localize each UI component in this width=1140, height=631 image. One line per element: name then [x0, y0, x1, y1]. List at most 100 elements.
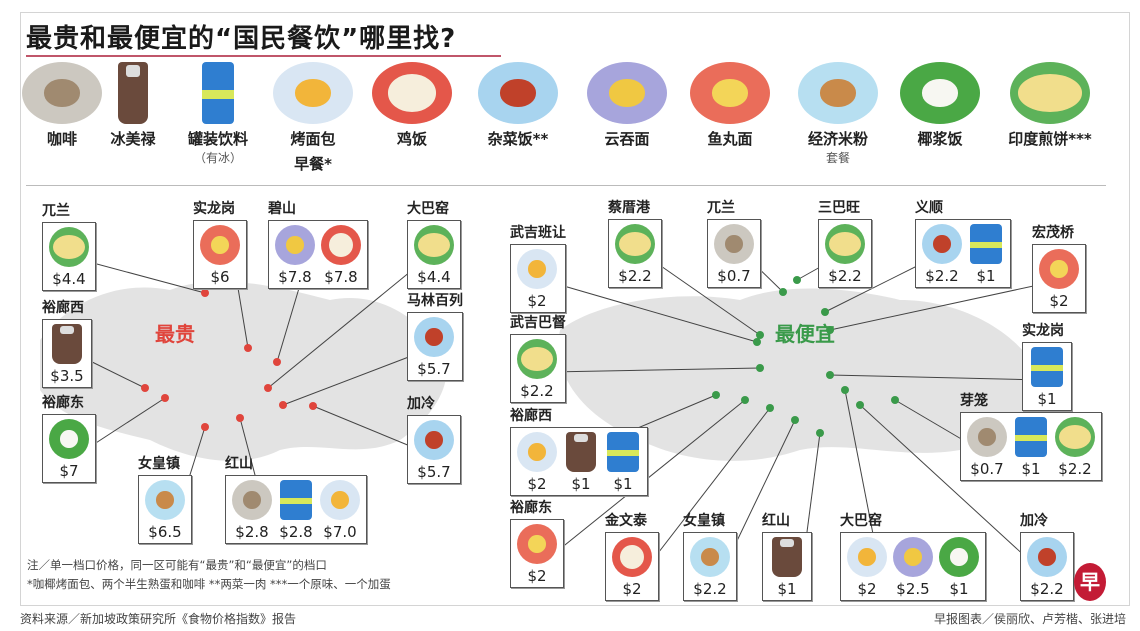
food-legend-item: 冰美禄 [83, 62, 183, 149]
fishball-icon [517, 524, 557, 564]
price: $5.7 [417, 360, 451, 378]
mixed-icon [478, 62, 558, 124]
prata-icon [49, 227, 89, 267]
price-box: $2.2 [510, 334, 566, 403]
footnotes: 注／单一档口价格，同一区可能有“最贵”和“最便宜”的档口 *咖椰烤面包、两个半生… [27, 556, 391, 594]
price-box: $2 [605, 532, 659, 601]
footnote: 注／单一档口价格，同一区可能有“最贵”和“最便宜”的档口 [27, 558, 327, 572]
food-label: 咖啡 [46, 130, 77, 148]
price-box: $6.5 [138, 475, 192, 544]
food-label: 椰浆饭 [917, 130, 963, 148]
food-legend-item: 经济米粉套餐 [788, 62, 888, 166]
price: $6 [210, 268, 230, 286]
price-item: $2 [517, 249, 557, 310]
fishball-icon [690, 62, 770, 124]
area-name: 大巴窑 [840, 513, 882, 529]
prata-icon [414, 225, 454, 265]
food-label: 印度煎饼*** [1008, 130, 1092, 148]
toast-icon [273, 62, 353, 124]
food-sublabel: （有冰） [193, 151, 242, 165]
leader-line [647, 256, 761, 336]
location-dot-cheapest [756, 364, 764, 372]
area-name: 兀兰 [42, 203, 70, 219]
price-box: $2.2 [818, 219, 872, 288]
price: $7.0 [323, 523, 357, 541]
area-name: 兀兰 [707, 200, 735, 216]
price: $0.7 [970, 460, 1004, 478]
can-icon [280, 480, 312, 520]
location-dot-cheapest [766, 404, 774, 412]
price: $2 [527, 567, 547, 585]
price: $2.2 [520, 382, 554, 400]
coffee-icon [714, 224, 754, 264]
price-item: $7 [49, 419, 89, 480]
nasi-icon [900, 62, 980, 124]
price-item: $2.2 [1027, 537, 1067, 598]
area-name: 宏茂桥 [1032, 225, 1074, 241]
map-expensive [40, 281, 447, 461]
price-box: $2.2 [683, 532, 737, 601]
price-item: $2 [612, 537, 652, 598]
callout-cheapest-area: 大巴窑$2$2.5$1 [840, 510, 986, 601]
callout-cheapest-area: 金文泰 $2 [605, 510, 659, 601]
prata-icon [1055, 417, 1095, 457]
food-legend-item: 罐装饮料（有冰） [168, 62, 268, 166]
callout-expensive-area: 马林百列$5.7 [407, 290, 463, 381]
area-name: 加冷 [407, 396, 435, 412]
price-item: $1 [1013, 417, 1049, 478]
source-text: 资料来源／新加坡政策研究所《食物价格指数》报告 [20, 612, 297, 626]
food-label: 鱼丸面 [707, 130, 753, 148]
mixed-icon [1027, 537, 1067, 577]
price-box: $1 [1022, 342, 1072, 411]
price-box: $5.7 [407, 415, 461, 484]
food-legend-item: 椰浆饭 [890, 62, 990, 149]
callout-expensive-area: 加冷 $5.7 [407, 393, 461, 484]
milo-icon [566, 432, 596, 472]
area-name: 碧山 [268, 201, 296, 217]
area-name: 裕廊东 [510, 500, 552, 516]
location-dot-expensive [141, 384, 149, 392]
price-box: $4.4 [407, 220, 461, 289]
location-dot-cheapest [756, 331, 764, 339]
mixed-icon [922, 224, 962, 264]
food-legend-item: 鱼丸面 [680, 62, 780, 149]
location-dot-expensive [201, 289, 209, 297]
fishball-icon [200, 225, 240, 265]
toast-icon [320, 480, 360, 520]
leader-line [549, 367, 761, 373]
wanton-icon [275, 225, 315, 265]
prata-icon [615, 224, 655, 264]
price: $2 [857, 580, 877, 598]
area-name: 金文泰 [605, 513, 647, 529]
price-box: $7 [42, 414, 96, 483]
zone-label-cheapest: 最便宜 [775, 322, 835, 346]
price: $2.2 [828, 267, 862, 285]
price-item: $2.2 [690, 537, 730, 598]
location-dot-expensive [264, 384, 272, 392]
location-dot-cheapest [856, 401, 864, 409]
location-dot-cheapest [753, 338, 761, 346]
price-item: $1 [968, 224, 1004, 285]
nasi-icon [939, 537, 979, 577]
leader-line [829, 374, 1043, 381]
callout-cheapest-area: 裕廊西$2$1$1 [510, 405, 648, 496]
location-dot-expensive [273, 358, 281, 366]
location-dot-cheapest [793, 276, 801, 284]
price-item: $7.0 [320, 480, 360, 541]
location-dot-expensive [201, 423, 209, 431]
callout-cheapest-area: 红山$1 [762, 510, 812, 601]
food-sublabel: 套餐 [825, 151, 850, 165]
leader-line [81, 259, 206, 294]
callout-expensive-area: 裕廊西$3.5 [42, 297, 92, 388]
price-box: $6 [193, 220, 247, 289]
area-name: 武吉巴督 [510, 315, 566, 331]
price-item: $2.2 [922, 224, 962, 285]
food-legend-item: 印度煎饼*** [1000, 62, 1100, 149]
area-name: 红山 [762, 513, 790, 529]
price-item: $2.2 [825, 224, 865, 285]
price: $2.2 [925, 267, 959, 285]
price-box: $2$1$1 [510, 427, 648, 496]
coffee-icon [232, 480, 272, 520]
mixed-icon [414, 317, 454, 357]
callout-expensive-area: 兀兰$4.4 [42, 200, 96, 291]
